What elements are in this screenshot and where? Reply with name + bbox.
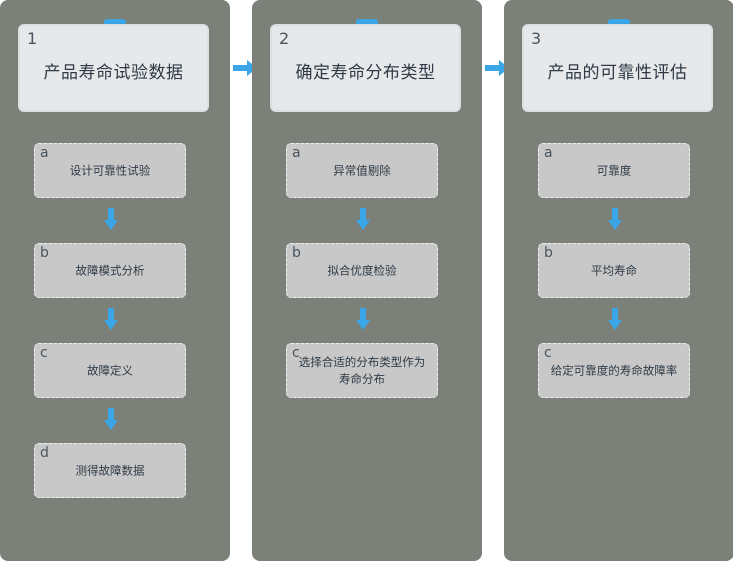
arrow-right-icon [485, 60, 509, 76]
step-label: 选择合适的分布类型作为寿命分布 [298, 354, 426, 386]
arrow-down-icon [104, 408, 118, 430]
step-box: c 给定可靠度的寿命故障率 [538, 343, 690, 398]
arrow-down-icon [104, 208, 118, 230]
step-box: b 平均寿命 [538, 243, 690, 298]
step-letter: b [292, 245, 301, 261]
step-letter: c [292, 345, 300, 361]
step-label: 故障模式分析 [75, 263, 145, 277]
step-box: c 故障定义 [34, 343, 186, 398]
step-letter: d [40, 445, 49, 461]
header-number: 3 [531, 29, 542, 48]
step-box: a 异常值剔除 [286, 143, 438, 198]
step-letter: b [40, 245, 49, 261]
step-label: 异常值剔除 [333, 163, 391, 177]
header-tab [104, 19, 126, 28]
header-title: 确定寿命分布类型 [295, 63, 436, 83]
header-box-1: 1 产品寿命试验数据 [20, 26, 207, 110]
column-1: 1 产品寿命试验数据 a 设计可靠性试验 b 故障模式分析 c 故障定义 d 测… [0, 0, 230, 561]
header-title: 产品的可靠性评估 [547, 63, 688, 83]
arrow-down-icon [104, 308, 118, 330]
step-label: 测得故障数据 [75, 463, 145, 477]
arrow-down-icon [608, 308, 622, 330]
step-box: a 可靠度 [538, 143, 690, 198]
header-title: 产品寿命试验数据 [43, 63, 184, 83]
header-box-3: 3 产品的可靠性评估 [524, 26, 711, 110]
arrow-down-icon [356, 308, 370, 330]
step-box: c 选择合适的分布类型作为寿命分布 [286, 343, 438, 398]
step-box: b 故障模式分析 [34, 243, 186, 298]
arrow-down-icon [608, 208, 622, 230]
step-letter: c [40, 345, 48, 361]
header-box-2: 2 确定寿命分布类型 [272, 26, 459, 110]
step-letter: a [544, 145, 553, 161]
step-box: b 拟合优度检验 [286, 243, 438, 298]
column-2: 2 确定寿命分布类型 a 异常值剔除 b 拟合优度检验 c 选择合适的分布类型作… [252, 0, 482, 561]
step-label: 拟合优度检验 [327, 263, 397, 277]
step-label: 可靠度 [596, 163, 632, 177]
header-tab [356, 19, 378, 28]
step-letter: c [544, 345, 552, 361]
step-label: 故障定义 [87, 363, 133, 377]
step-letter: a [292, 145, 301, 161]
arrow-down-icon [356, 208, 370, 230]
step-letter: a [40, 145, 49, 161]
arrow-right-icon [233, 60, 257, 76]
step-letter: b [544, 245, 553, 261]
column-3: 3 产品的可靠性评估 a 可靠度 b 平均寿命 c 给定可靠度的寿命故障率 [504, 0, 733, 561]
step-label: 平均寿命 [591, 263, 637, 277]
step-box: d 测得故障数据 [34, 443, 186, 498]
header-tab [608, 19, 630, 28]
step-box: a 设计可靠性试验 [34, 143, 186, 198]
step-label: 给定可靠度的寿命故障率 [550, 363, 678, 377]
header-number: 2 [279, 29, 290, 48]
header-number: 1 [27, 29, 38, 48]
step-label: 设计可靠性试验 [69, 163, 151, 177]
